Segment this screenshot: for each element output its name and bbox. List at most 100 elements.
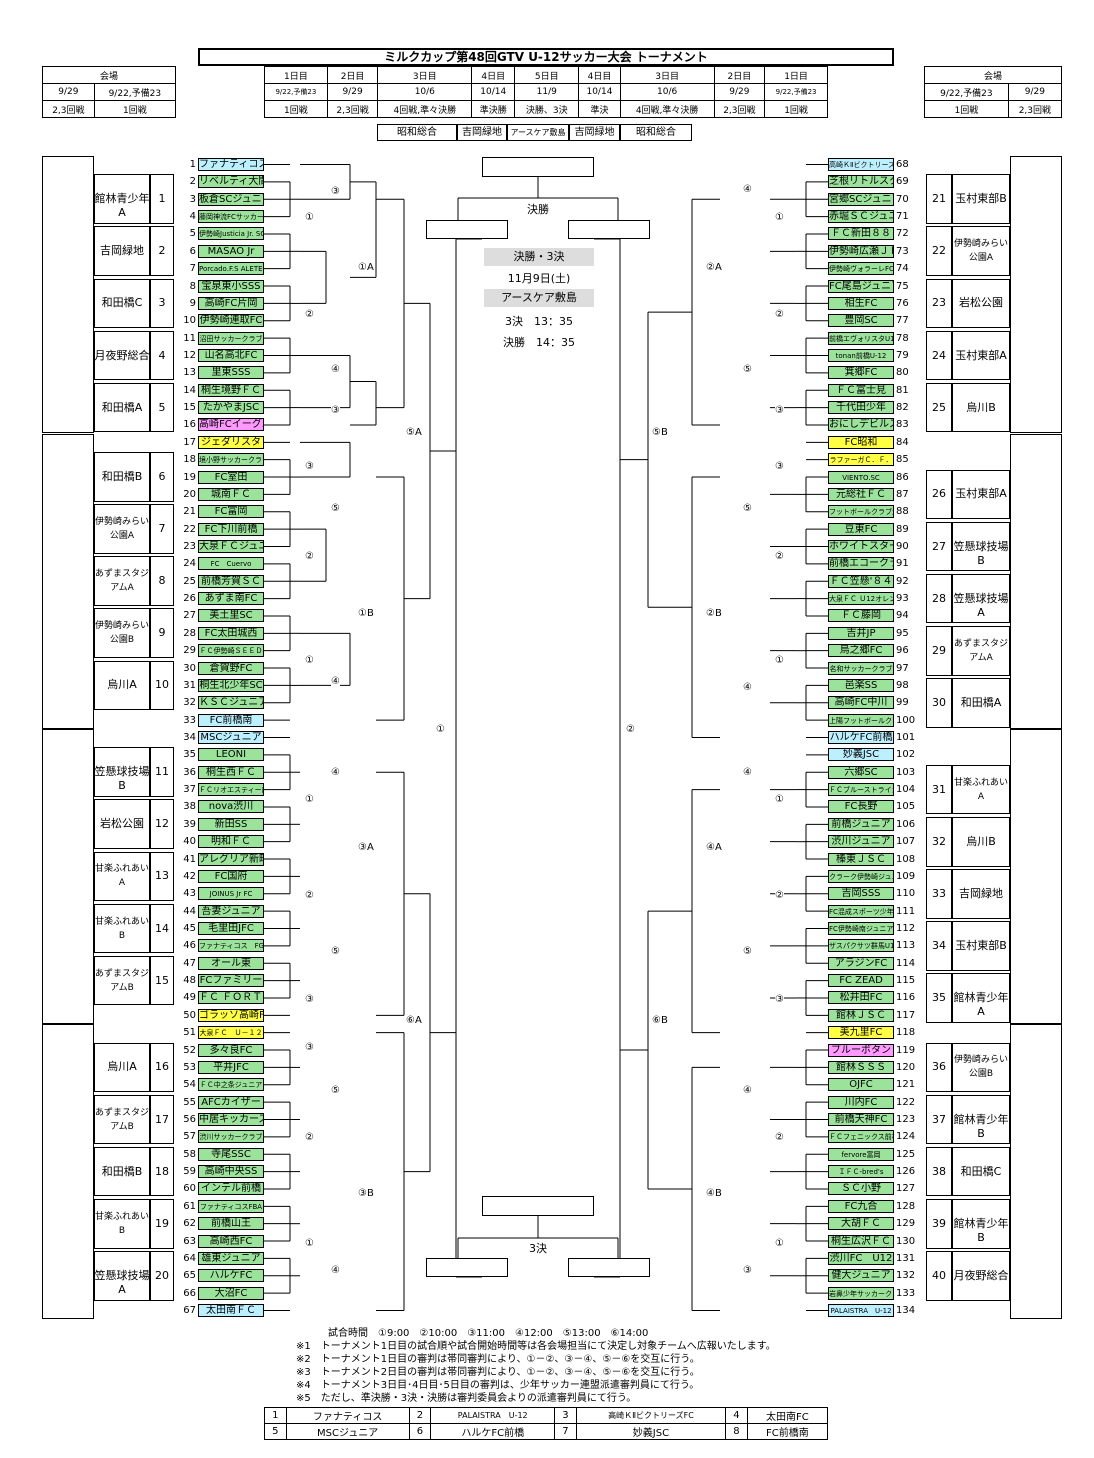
match-label: ① bbox=[305, 1238, 314, 1250]
team-number: 80 bbox=[896, 367, 909, 379]
group-venue: 甘楽ふれあいB bbox=[94, 916, 149, 941]
group-venue-box bbox=[94, 1146, 150, 1197]
team-number: 43 bbox=[183, 888, 196, 900]
round-label: ② bbox=[626, 724, 635, 736]
group-venue: 和田橋A bbox=[960, 695, 1002, 709]
team-slot: VIENTO.SC bbox=[828, 470, 894, 484]
seed-cell: 8 bbox=[725, 1423, 748, 1440]
team-slot: 豊岡SC bbox=[828, 314, 894, 328]
team-number: 99 bbox=[896, 697, 909, 709]
team-number: 65 bbox=[183, 1270, 196, 1282]
match-label: ④ bbox=[331, 1265, 340, 1277]
team-slot: 渋川ジュニア bbox=[828, 835, 894, 849]
group-number: 16 bbox=[155, 1060, 169, 1074]
group-venue-box bbox=[952, 764, 1010, 815]
match-label: ② bbox=[305, 890, 314, 902]
venue-cell: 吉岡緑地 bbox=[569, 124, 620, 141]
group-num-box bbox=[150, 799, 174, 850]
group-venue: あずまスタジアムA bbox=[953, 638, 1008, 663]
team-slot: MSCジュニア bbox=[198, 731, 264, 744]
group-number: 1 bbox=[158, 192, 166, 206]
team-number: 29 bbox=[183, 645, 196, 657]
team-slot: 渋川サッカークラブ bbox=[198, 1130, 264, 1144]
group-venue: 和田橋B bbox=[101, 470, 143, 484]
match-label: ⑤ bbox=[331, 503, 340, 515]
match-label: ③ bbox=[775, 405, 784, 417]
team-number: 61 bbox=[183, 1200, 196, 1212]
group-number: 9 bbox=[158, 626, 166, 640]
seed-cell: 2 bbox=[408, 1407, 432, 1424]
team-slot: ＦＣフェニックス前林 bbox=[828, 1130, 894, 1144]
group-num-box bbox=[150, 608, 174, 659]
group-venue: 烏川A bbox=[107, 1060, 137, 1074]
team-number: 125 bbox=[896, 1148, 916, 1160]
team-slot: 大沼FC bbox=[198, 1286, 264, 1300]
seed-cell: 4 bbox=[725, 1407, 748, 1424]
team-number: 93 bbox=[896, 593, 909, 605]
group-venue: あずまスタジアムB bbox=[94, 1107, 149, 1132]
group-venue-box bbox=[952, 226, 1010, 277]
team-number: 36 bbox=[183, 766, 196, 778]
team-number: 84 bbox=[896, 436, 909, 448]
group-number: 27 bbox=[932, 539, 946, 553]
team-slot: アレグリア新町 bbox=[198, 852, 264, 866]
team-slot: 六郷SC bbox=[828, 765, 894, 779]
team-slot: 豆東FC bbox=[828, 522, 894, 536]
team-slot: ゴラッソ高崎FC bbox=[198, 1008, 264, 1022]
group-number: 17 bbox=[155, 1112, 169, 1126]
seed-cell: ファナティコス bbox=[285, 1407, 410, 1424]
team-number: 42 bbox=[183, 870, 196, 882]
match-label: ② bbox=[775, 551, 784, 563]
group-num-box bbox=[150, 747, 174, 798]
group-venue-box bbox=[952, 816, 1010, 867]
group-num-box bbox=[926, 1146, 952, 1197]
group-num-box bbox=[926, 1198, 952, 1249]
team-number: 58 bbox=[183, 1148, 196, 1160]
team-slot: 松井田FC bbox=[828, 991, 894, 1005]
group-venue: 玉村東部B bbox=[955, 938, 1007, 952]
group-number: 4 bbox=[158, 348, 166, 362]
team-number: 50 bbox=[183, 1009, 196, 1021]
team-number: 54 bbox=[183, 1079, 196, 1091]
team-slot: ザスパクサツ群馬U12 bbox=[828, 939, 894, 953]
team-number: 24 bbox=[183, 558, 196, 570]
group-venue: 館林青少年A bbox=[953, 990, 1009, 1018]
team-slot: 桐生北少年SC bbox=[198, 678, 264, 692]
group-num-box bbox=[926, 816, 952, 867]
team-number: 41 bbox=[183, 853, 196, 865]
group-venue-box bbox=[952, 677, 1010, 728]
group-venue-box bbox=[952, 469, 1010, 520]
match-label: ⑤ bbox=[743, 946, 752, 958]
group-number: 36 bbox=[932, 1060, 946, 1074]
team-slot: ＦＣブルーストライカーズ bbox=[828, 783, 894, 797]
match-label: ⑤ bbox=[743, 503, 752, 515]
group-venue: 笠懸球技場B bbox=[94, 765, 150, 793]
team-slot: オール東 bbox=[198, 956, 264, 970]
group-num-box bbox=[150, 330, 174, 381]
group-venue-box bbox=[952, 330, 1010, 381]
group-num-box bbox=[926, 330, 952, 381]
team-slot: ＦＣ中之条ジュニア bbox=[198, 1078, 264, 1092]
group-venue-box bbox=[94, 1198, 150, 1249]
team-number: 60 bbox=[183, 1183, 196, 1195]
team-slot: FC昭和 bbox=[828, 435, 894, 449]
venue-cell: 昭和総合 bbox=[377, 124, 457, 141]
team-slot: 宝泉東小SSS bbox=[198, 279, 264, 293]
team-number: 92 bbox=[896, 575, 909, 587]
team-number: 111 bbox=[896, 905, 916, 917]
match-label: ④ bbox=[331, 767, 340, 779]
group-venue: 和田橋B bbox=[101, 1164, 143, 1178]
group-number: 11 bbox=[155, 765, 169, 779]
team-slot: ブルーボタン bbox=[828, 1043, 894, 1057]
team-slot: FC国府 bbox=[198, 869, 264, 883]
group-venue-box bbox=[952, 973, 1010, 1023]
team-number: 45 bbox=[183, 923, 196, 934]
team-number: 63 bbox=[183, 1235, 196, 1247]
group-venue-box bbox=[94, 851, 150, 902]
seed-cell: 高崎ＫⅡビクトリーズFC bbox=[575, 1407, 727, 1424]
match-label: ④ bbox=[743, 682, 752, 694]
team-number: 77 bbox=[896, 315, 909, 327]
group-num-box bbox=[150, 851, 174, 902]
team-number: 121 bbox=[896, 1079, 916, 1091]
team-slot: 太田南ＦＣ bbox=[198, 1304, 264, 1317]
